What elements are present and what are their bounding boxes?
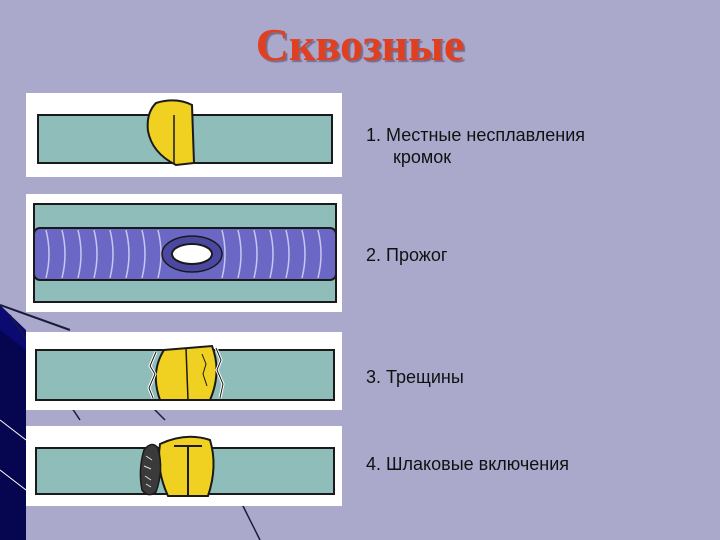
item-number: 3. — [366, 367, 382, 387]
item-number: 4. — [366, 454, 382, 474]
item-text: Прожог — [386, 245, 448, 265]
item-number: 1. — [366, 125, 382, 145]
item-caption-1: 1. Местные несплавления кромок — [366, 124, 585, 168]
weld-lack-of-fusion-diagram — [37, 99, 333, 167]
weld-panel-4 — [26, 426, 342, 506]
weld-panel-3 — [26, 332, 342, 410]
item-caption-4: 4. Шлаковые включения — [366, 453, 569, 475]
weld-burn-through-diagram — [33, 203, 337, 303]
item-text: Местные несплавления — [386, 125, 585, 145]
item-text: Трещины — [386, 367, 464, 387]
weld-panel-1 — [26, 93, 342, 177]
item-caption-3: 3. Трещины — [366, 366, 464, 388]
slide-title: Сквозные — [255, 19, 465, 70]
item-number: 2. — [366, 245, 382, 265]
weld-panel-2 — [26, 194, 342, 312]
item-text-continuation: кромок — [393, 147, 452, 167]
weld-crack-diagram — [35, 344, 335, 401]
item-text: Шлаковые включения — [386, 454, 570, 474]
weld-slag-inclusion-diagram — [35, 435, 335, 497]
item-caption-2: 2. Прожог — [366, 244, 447, 266]
